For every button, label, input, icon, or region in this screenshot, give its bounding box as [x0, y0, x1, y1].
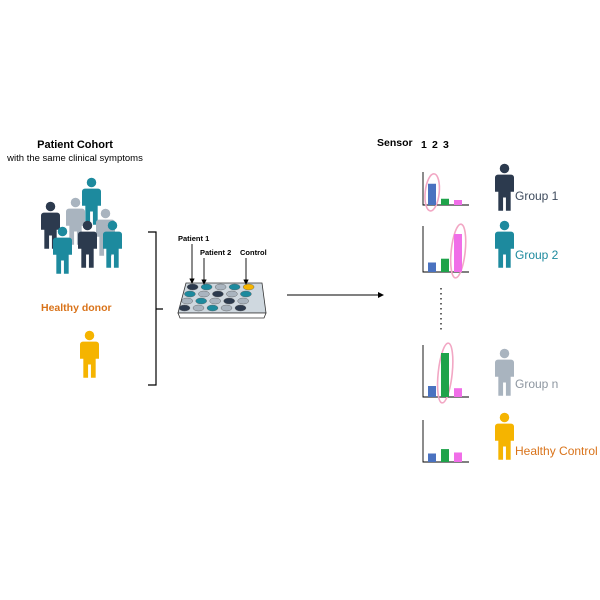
group-label: Group n — [515, 377, 559, 391]
chart-axes — [422, 420, 469, 463]
person-icon — [495, 412, 514, 460]
sensor-number-3: 3 — [443, 139, 449, 151]
well — [184, 290, 196, 298]
group-label: Healthy Control — [515, 444, 598, 458]
well — [242, 283, 255, 291]
well — [200, 283, 213, 291]
sensor-bar — [454, 388, 462, 397]
well-plate — [177, 282, 267, 319]
sensor-bar — [441, 198, 449, 205]
patient-cohort-group — [41, 177, 122, 274]
group-label: Group 2 — [515, 248, 559, 262]
well — [186, 283, 199, 291]
highlight-ring — [449, 223, 467, 279]
person-icon — [495, 163, 514, 211]
sensor-bar — [428, 453, 436, 462]
bracket — [148, 231, 163, 386]
well — [206, 304, 219, 312]
highlight-ring — [436, 342, 454, 404]
sensor-bar — [428, 183, 436, 205]
result-chart — [422, 223, 469, 279]
well — [192, 304, 205, 312]
well — [226, 290, 238, 298]
well — [212, 290, 224, 298]
healthy-donor-icon — [80, 330, 99, 378]
group-label: Group 1 — [515, 189, 559, 203]
well — [223, 297, 235, 305]
sensor-number-2: 2 — [432, 139, 438, 151]
person-icon — [495, 348, 514, 396]
sensor-bar — [441, 353, 449, 397]
cohort-subtitle: with the same clinical symptoms — [7, 153, 143, 164]
sensor-bar — [441, 258, 449, 272]
chart-axes — [422, 345, 469, 398]
well — [181, 297, 193, 305]
sensor-bar — [454, 452, 462, 462]
healthy-donor-label: Healthy donor — [41, 302, 112, 314]
result-chart — [422, 342, 469, 404]
result-chart — [422, 420, 469, 463]
well — [240, 290, 252, 298]
well — [195, 297, 207, 305]
well — [209, 297, 221, 305]
person-icon — [495, 220, 514, 268]
well — [178, 304, 191, 312]
control-label: Control — [240, 248, 267, 257]
chart-axes — [422, 172, 469, 206]
patient1-label: Patient 1 — [178, 234, 210, 243]
cohort-title: Patient Cohort — [37, 139, 113, 151]
highlight-ring — [424, 173, 441, 212]
sensor-bar — [441, 449, 449, 462]
well — [228, 283, 241, 291]
patient2-label: Patient 2 — [200, 248, 232, 257]
sensor-bar — [454, 200, 462, 205]
well — [234, 304, 247, 312]
sensor-bar — [428, 262, 436, 272]
sensor-bar — [428, 386, 436, 397]
sensor-number-1: 1 — [421, 139, 427, 151]
result-chart — [422, 172, 469, 212]
well — [237, 297, 249, 305]
sensor-bar — [454, 234, 462, 272]
sensor-label: Sensor — [377, 137, 413, 149]
well — [198, 290, 210, 298]
chart-axes — [422, 226, 469, 273]
well — [214, 283, 227, 291]
well — [220, 304, 233, 312]
